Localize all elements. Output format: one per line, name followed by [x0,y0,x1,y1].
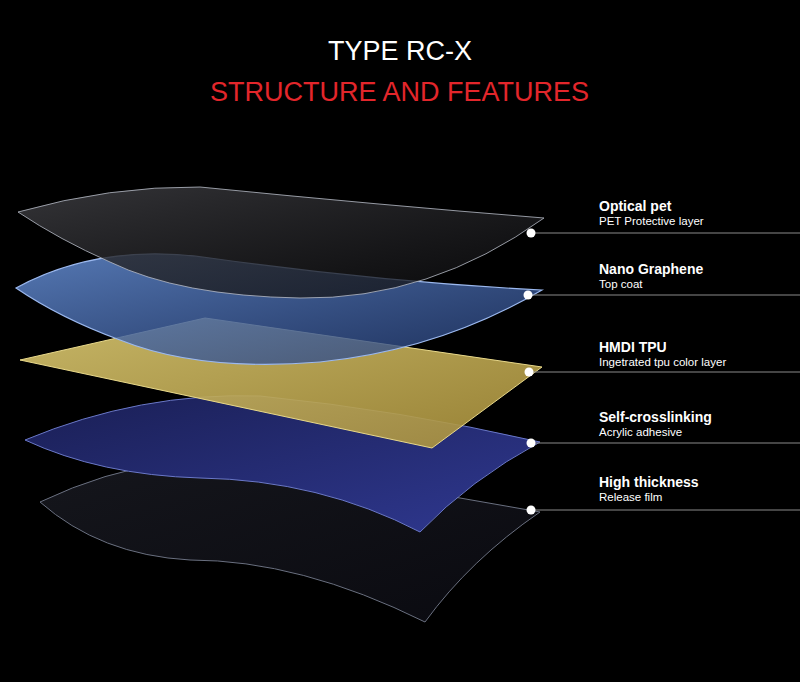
layer-name: HMDI TPU [599,339,667,355]
layer-name: Optical pet [599,198,671,214]
layer-description: Top coat [599,278,642,290]
leader-dots [524,229,536,515]
pet-layer [18,187,544,298]
layer-description: PET Protective layer [599,215,704,227]
layer-name: Nano Graphene [599,261,703,277]
leader-lines [528,233,800,510]
layer-name: Self-crosslinking [599,409,712,425]
diagram-title: TYPE RC-X [328,36,472,67]
layer-name: High thickness [599,474,699,490]
layer-description: Ingetrated tpu color layer [599,356,726,368]
layer-description: Acrylic adhesive [599,426,682,438]
subtitle: STRUCTURE AND FEATURES [210,77,589,108]
layer-description: Release film [599,491,662,503]
